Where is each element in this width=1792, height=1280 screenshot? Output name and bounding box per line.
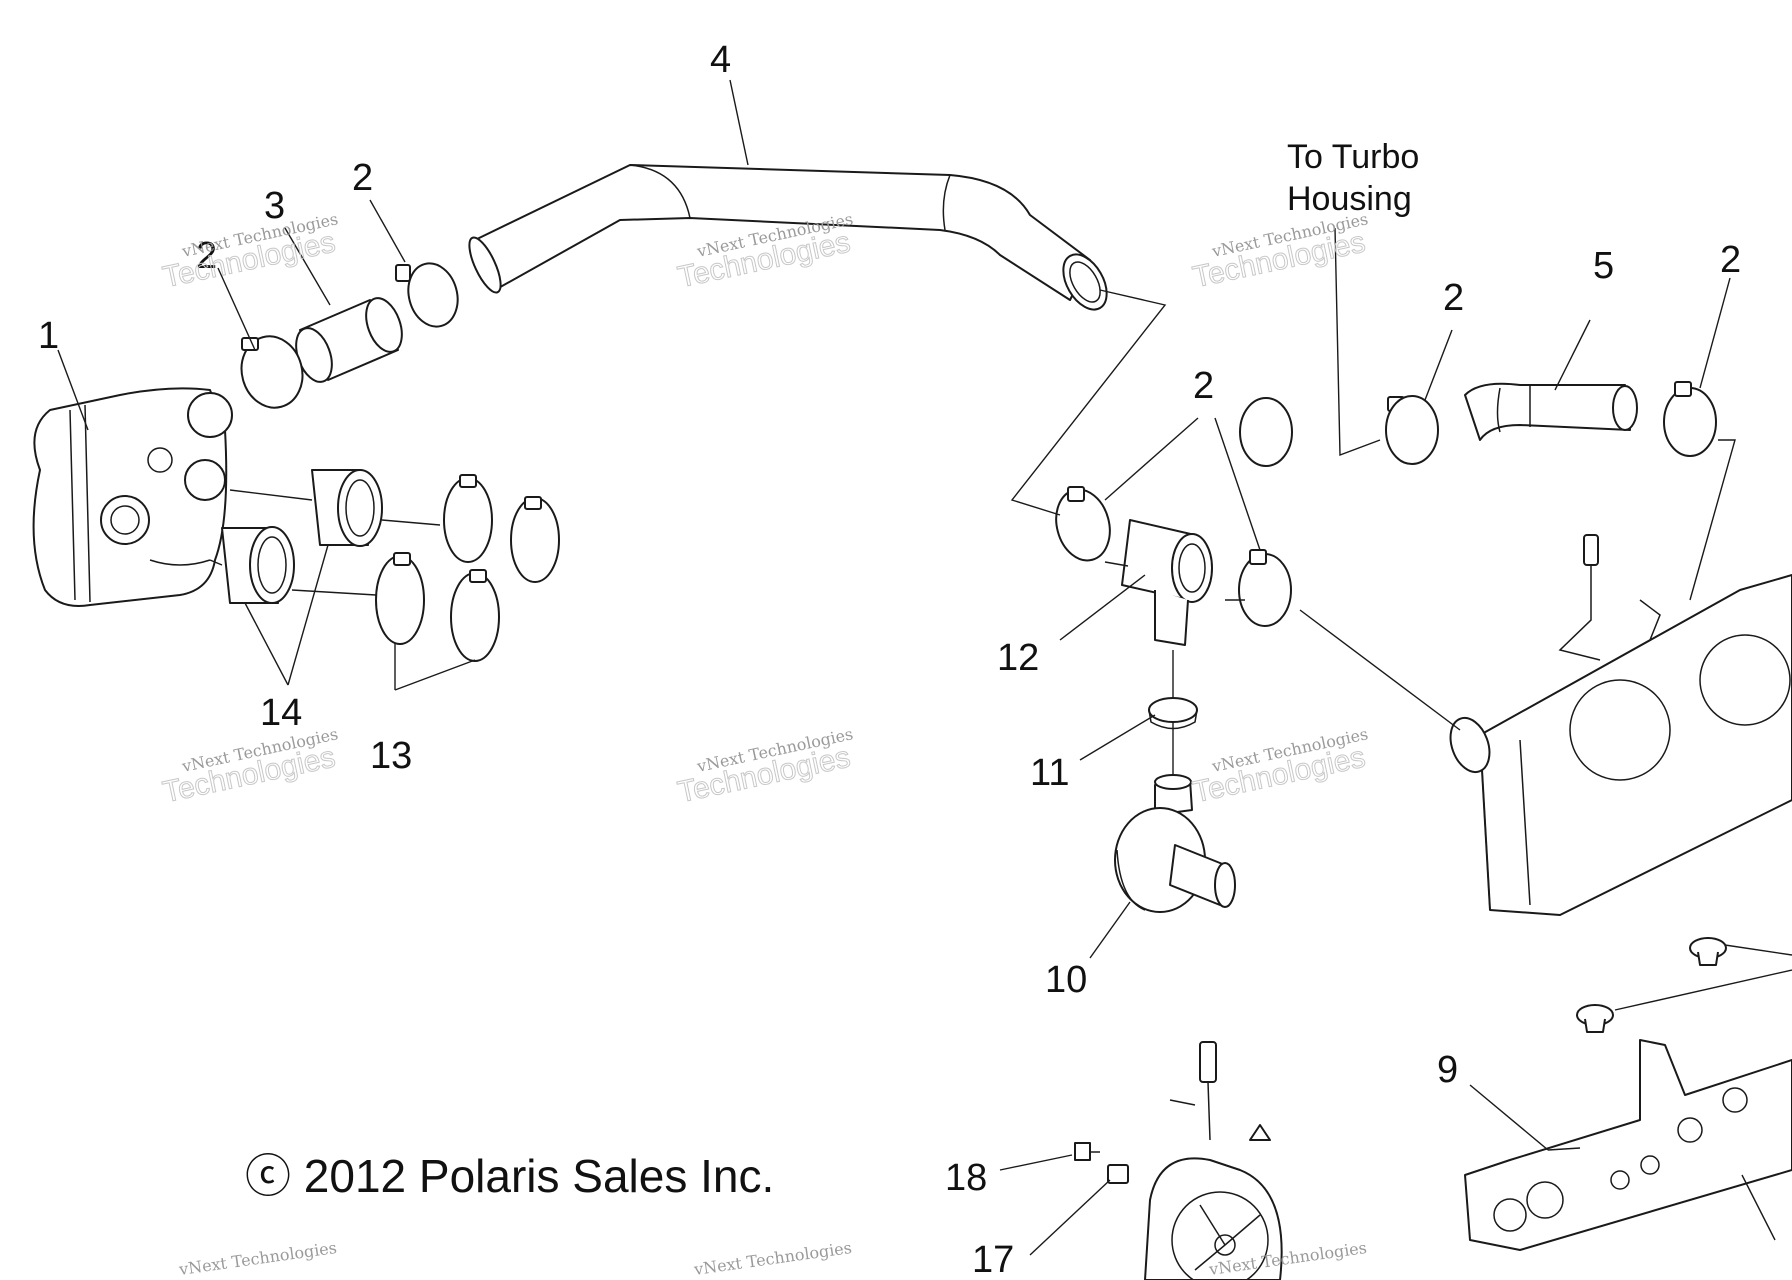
watermark-text: vNext Technologies	[692, 1238, 853, 1279]
mounting-bracket	[1464, 1039, 1792, 1251]
note-line-2: Housing	[1287, 180, 1412, 218]
couplers	[221, 469, 383, 604]
copyright-notice: ⓒ 2012 Polaris Sales Inc.	[245, 1150, 774, 1202]
cooling-fan	[1074, 1041, 1283, 1280]
watermark: vNext Technologies Technologies	[160, 724, 340, 809]
callout-2-right: 2	[1443, 277, 1464, 319]
callout-14: 14	[260, 692, 302, 734]
watermark-text: vNext Technologies	[177, 1238, 338, 1279]
callout-12: 12	[997, 637, 1039, 679]
callout-4: 4	[710, 39, 731, 81]
callout-18: 18	[945, 1157, 987, 1199]
watermark: vNext Technologies	[692, 1238, 853, 1279]
callout-5: 5	[1593, 245, 1614, 287]
callout-3: 3	[264, 185, 285, 227]
coupler-sleeve	[295, 297, 403, 383]
hose-clamps	[240, 262, 1717, 662]
callout-2-center: 2	[1193, 365, 1214, 407]
watermark: vNext Technologies Technologies	[1190, 724, 1370, 809]
callout-1: 1	[38, 315, 59, 357]
leader-lines	[57, 79, 1792, 1256]
note-line-1: To Turbo	[1287, 138, 1419, 176]
callout-13: 13	[370, 735, 412, 777]
callout-2-left-upper: 2	[352, 157, 373, 199]
callout-17: 17	[972, 1239, 1014, 1280]
callout-10: 10	[1045, 959, 1087, 1001]
watermark: vNext Technologies	[177, 1238, 338, 1279]
callout-9: 9	[1437, 1049, 1458, 1091]
watermark: vNext Technologies Technologies	[1190, 209, 1370, 294]
tee-fitting	[1121, 519, 1213, 646]
airbox-housing	[32, 387, 233, 607]
watermark: vNext Technologies Technologies	[675, 724, 855, 809]
intercooler-assembly	[1449, 534, 1792, 916]
callout-2-left-lower: 2	[196, 235, 217, 277]
intake-tube	[468, 164, 1108, 311]
callout-labels: 1 2 3 2 4 2 2 5 2 12 11 10 14 13 9 18 17	[38, 39, 1741, 1280]
turbo-hose	[1464, 382, 1638, 441]
turbo-housing-note: To Turbo Housing	[1287, 138, 1419, 218]
grommets	[1576, 937, 1727, 1033]
callout-11: 11	[1030, 752, 1069, 794]
callout-2-far-right: 2	[1720, 239, 1741, 281]
watermark: vNext Technologies Technologies	[160, 209, 340, 294]
